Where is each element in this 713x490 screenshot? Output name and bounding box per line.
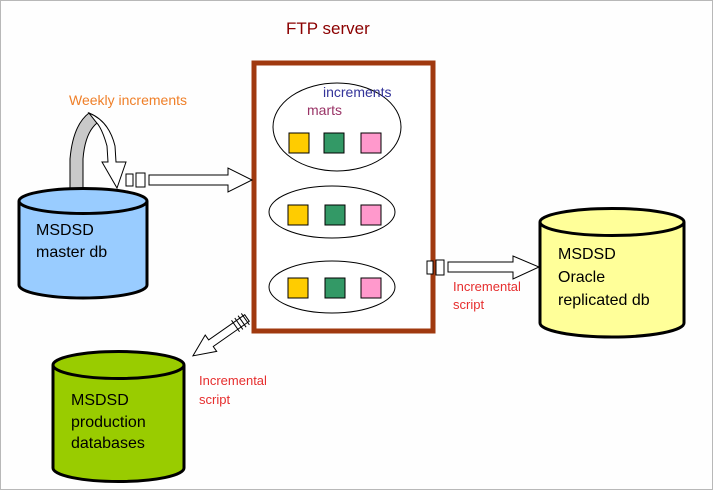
cylinder-top: [51, 350, 186, 380]
production-db-cylinder: MSDSD production databases: [51, 350, 186, 483]
production-db-label-line2: production: [71, 414, 146, 431]
cylinder-body: [17, 201, 149, 300]
loop-arrow-gray-band: [69, 112, 98, 192]
mart-group-ellipse-1: [272, 82, 402, 172]
increments-label: increments: [323, 84, 391, 100]
ftp-to-oracle-arrow: [426, 255, 541, 280]
arrow-shape: [447, 255, 541, 280]
mart-group-ellipse-2: [268, 185, 396, 239]
incremental-script-label-bottom: Incremental: [199, 373, 267, 388]
production-db-label: MSDSD: [71, 392, 129, 409]
incremental-script-label-right-line2: script: [453, 297, 484, 312]
arrow-shape: [191, 314, 250, 357]
production-db-label-line3: databases: [71, 435, 145, 452]
arrow-shape: [148, 167, 254, 193]
weekly-increments-label: Weekly increments: [69, 92, 187, 108]
cylinder-body: [538, 222, 686, 339]
mart-square: [360, 204, 382, 226]
mart-square: [324, 277, 346, 299]
oracle-db-label-line2: Oracle: [558, 269, 605, 286]
oracle-db-label: MSDSD: [558, 246, 616, 263]
arrow-tail-hatch: [240, 313, 250, 326]
arrow-tail-square: [125, 173, 134, 187]
arrow-tail-square: [435, 259, 445, 276]
mart-square: [288, 132, 310, 154]
mart-square: [287, 277, 309, 299]
cylinder-top: [17, 187, 149, 215]
incremental-script-label-bottom-line2: script: [199, 392, 230, 407]
arrow-tail-hatch: [231, 320, 240, 333]
mart-square: [324, 204, 346, 226]
ftp-to-production-arrow: [191, 313, 250, 357]
incremental-script-label-right: Incremental: [453, 279, 521, 294]
loop-arrow-head: [87, 111, 127, 190]
mart-square: [360, 132, 382, 154]
master-db-label-line2: master db: [36, 244, 107, 261]
arrow-tail-square: [426, 260, 434, 275]
master-db-cylinder: MSDSD master db: [17, 187, 149, 300]
cylinder-body: [51, 365, 186, 483]
arrow-tail-square: [135, 172, 146, 188]
master-to-ftp-arrow: [125, 167, 254, 193]
mart-group-ellipse-3: [268, 260, 396, 314]
marts-label: marts: [307, 102, 342, 118]
arrow-tail-hatch: [234, 317, 244, 330]
diagram-title: FTP server: [286, 19, 370, 38]
oracle-db-cylinder: MSDSD Oracle replicated db: [538, 207, 686, 339]
arrow-tail-hatch: [237, 315, 247, 328]
oracle-db-label-line3: replicated db: [558, 292, 650, 309]
weekly-loop-arrow: [69, 111, 127, 192]
master-db-label: MSDSD: [36, 222, 94, 239]
cylinder-top: [538, 207, 686, 237]
mart-square: [323, 132, 345, 154]
mart-square: [360, 277, 382, 299]
mart-square: [287, 204, 309, 226]
